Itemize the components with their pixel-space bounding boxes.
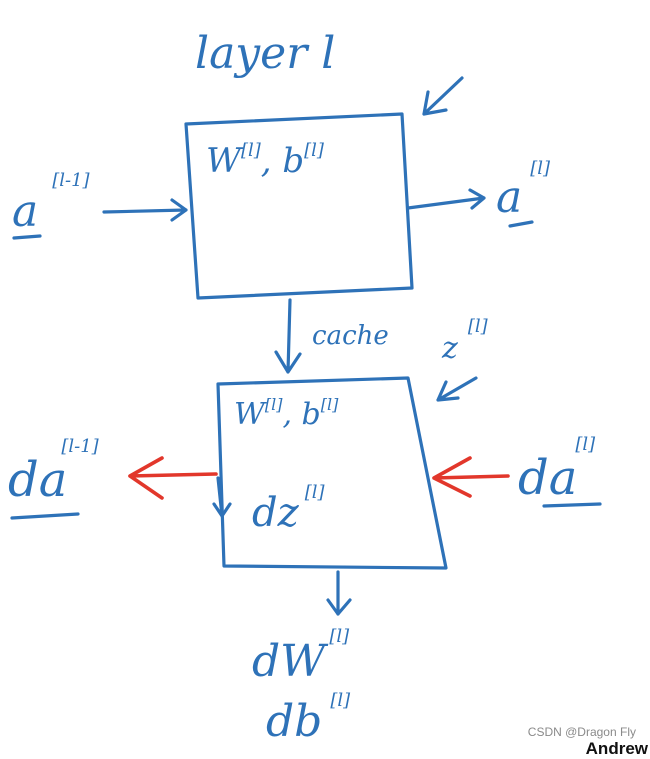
layer-title: layer l (195, 28, 335, 79)
forward-block (184, 112, 414, 300)
activation-prev: a[l-1] (12, 170, 91, 237)
dz-label: dz[l] (252, 482, 325, 536)
gradients-arrow (326, 570, 352, 616)
underline-activation-out (508, 220, 534, 228)
da-out: da[l-1] (8, 436, 100, 508)
watermark-fragment: Andrew (585, 739, 648, 758)
cache-label: cache (312, 321, 389, 351)
cache-arrow (274, 298, 302, 374)
da-in: da[l] (518, 434, 596, 506)
activation-out: a[l] (496, 158, 551, 223)
underline-da-in (542, 502, 602, 508)
backward-params: W[l], b[l] (234, 395, 339, 432)
watermark: CSDN @Dragon Fly (527, 725, 636, 739)
pointer-arrow-backward (436, 376, 478, 402)
inner-arrow (212, 476, 232, 518)
db-label: db[l] (266, 690, 351, 747)
forward-params: W[l], b[l] (206, 140, 325, 181)
dw-label: dW[l] (252, 626, 350, 687)
output-arrow (406, 188, 486, 210)
input-arrow (102, 198, 188, 222)
pointer-arrow-forward (422, 76, 464, 116)
cached-z: z[l] (441, 316, 489, 366)
da-in-arrow (432, 456, 510, 498)
underline-activation-prev (12, 234, 42, 240)
underline-da-out (10, 512, 80, 520)
da-out-arrow (128, 456, 218, 500)
